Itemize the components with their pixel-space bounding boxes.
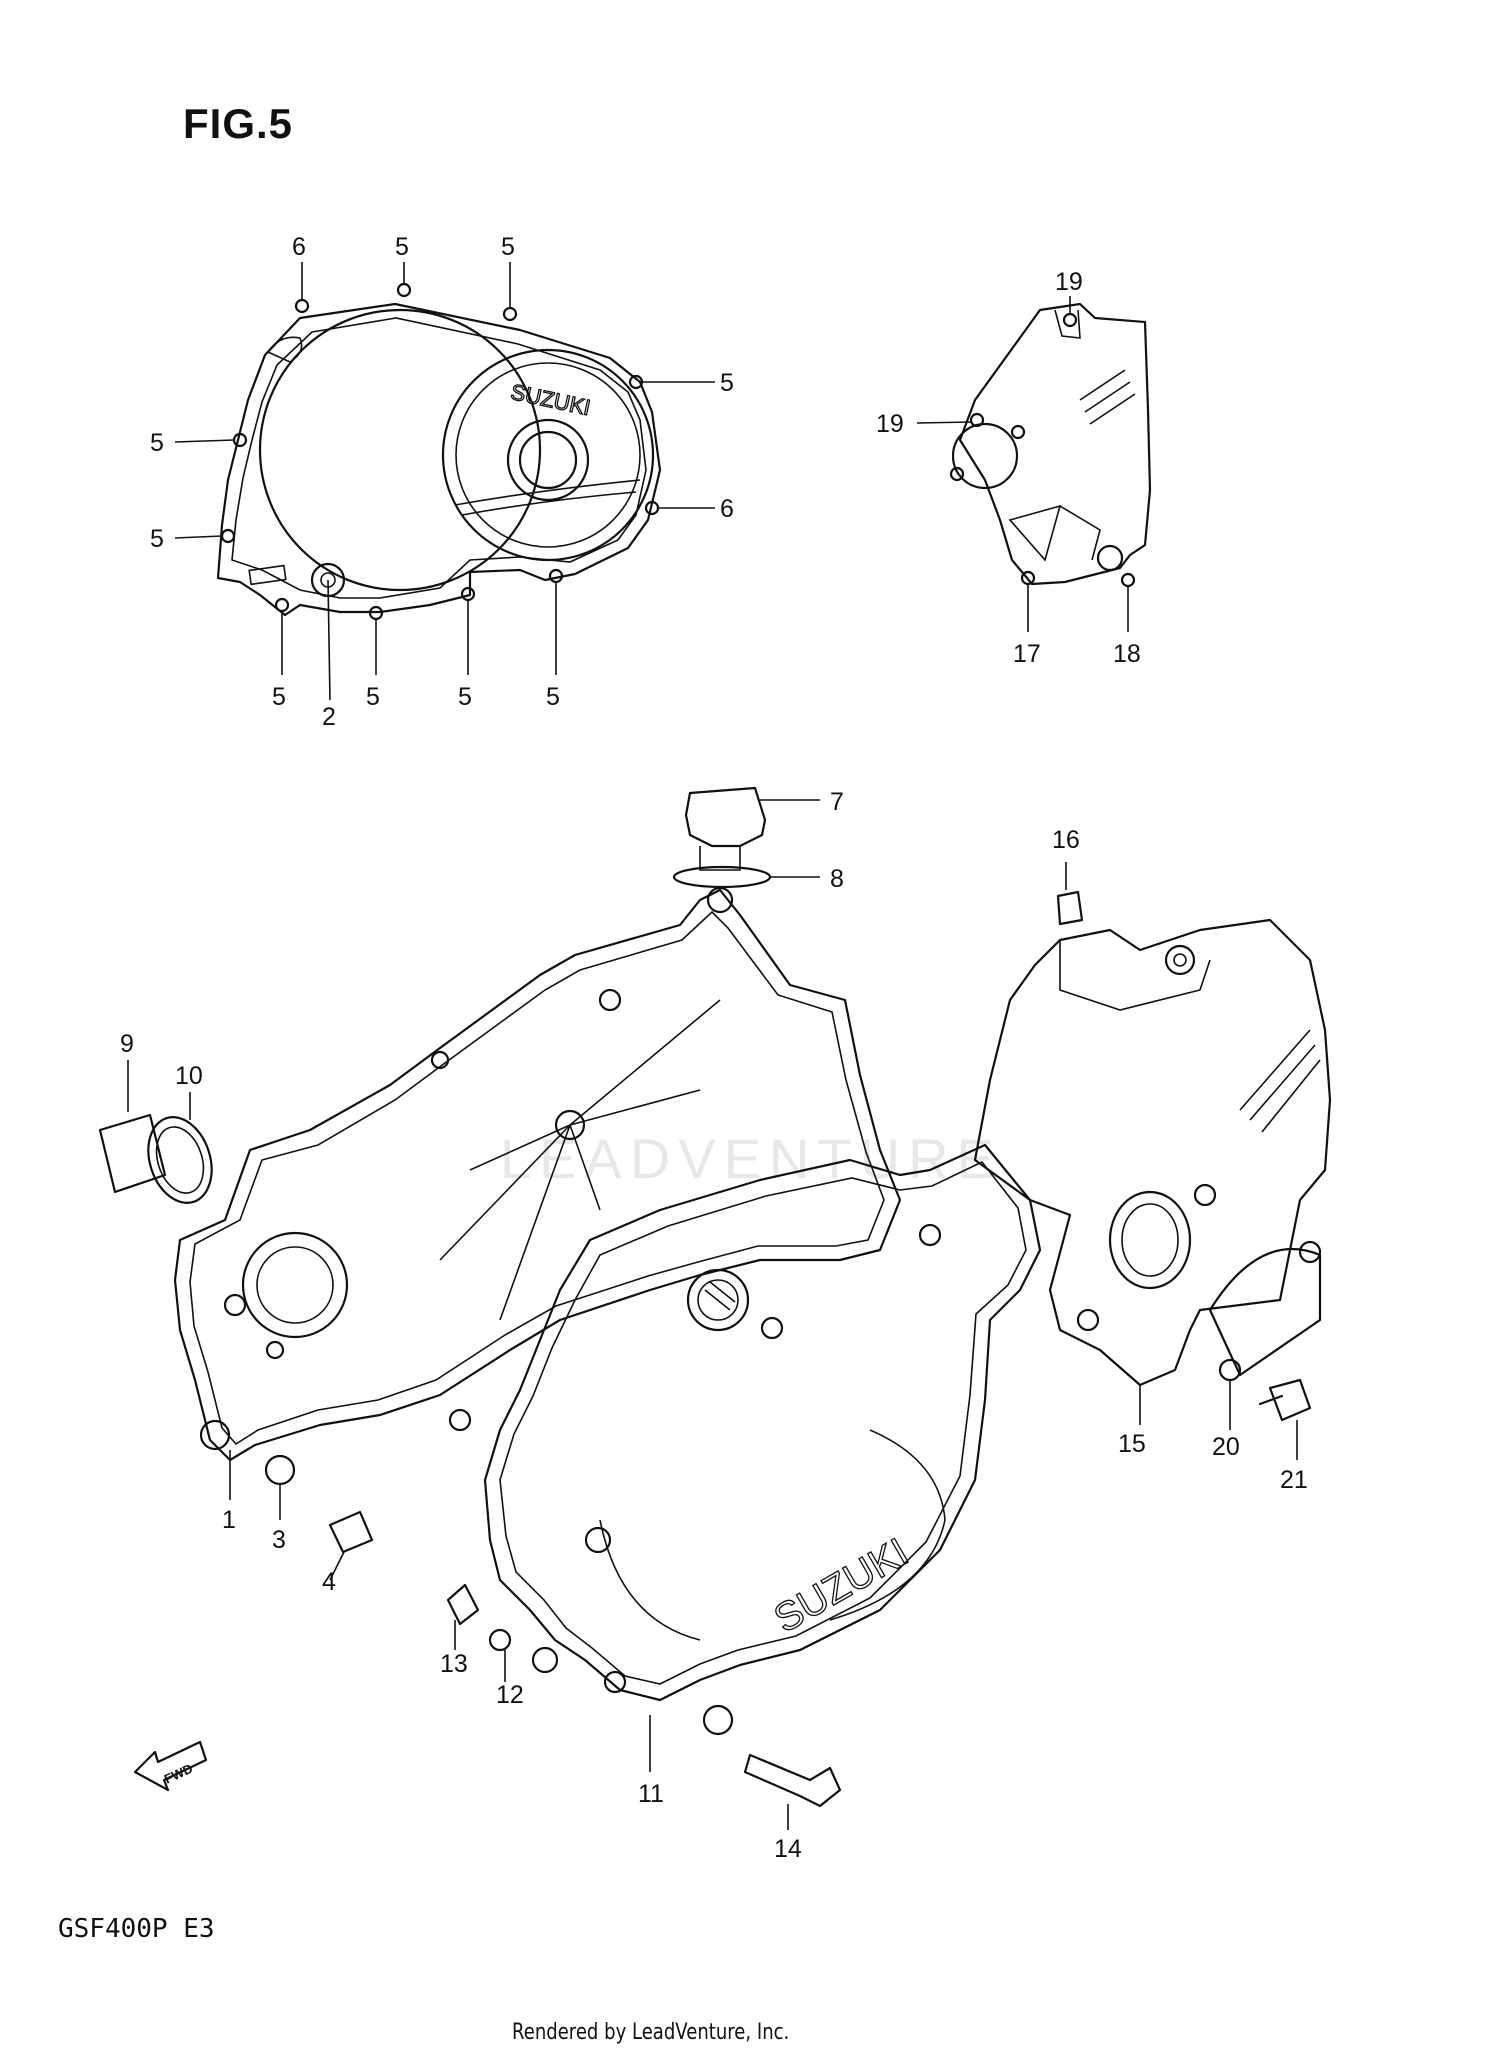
footer-credit: Rendered by LeadVenture, Inc. [512, 2020, 790, 2045]
suzuki-mark: SUZUKI [509, 379, 593, 420]
crankcase-cover-outline [98, 886, 902, 1554]
callout-6-b: 6 [720, 495, 734, 523]
callout-2: 2 [322, 703, 336, 731]
callout-7: 7 [830, 788, 844, 816]
fwd-arrow-icon: FWD [133, 1740, 208, 1792]
leader-lines-upper-right [916, 296, 1129, 632]
callout-3: 3 [272, 1526, 286, 1554]
callout-17: 17 [1013, 640, 1041, 668]
callout-4: 4 [322, 1568, 336, 1596]
generator-cover-outline: SUZUKI [446, 786, 1042, 1808]
callout-5-a: 5 [395, 233, 409, 261]
watermark-text: LEADVENTURE [500, 1127, 1002, 1190]
callout-5-i: 5 [546, 683, 560, 711]
callout-18: 18 [1113, 640, 1141, 668]
callout-14: 14 [774, 1835, 802, 1863]
sprocket-cover-3d-outline [973, 890, 1332, 1422]
sprocket-cover-outline [949, 302, 1152, 588]
callout-20: 20 [1212, 1433, 1240, 1461]
leader-lines-lower-left [127, 1060, 345, 1581]
clutch-cover-outline: SUZUKI [216, 282, 662, 621]
callout-5-d: 5 [150, 429, 164, 457]
figure-title: FIG.5 [183, 100, 294, 147]
callout-5-e: 5 [150, 525, 164, 553]
callout-15: 15 [1118, 1430, 1146, 1458]
callout-5-c: 5 [720, 369, 734, 397]
callout-9: 9 [120, 1030, 134, 1058]
callout-5-f: 5 [272, 683, 286, 711]
callout-numbers: 6 5 5 5 6 5 5 5 2 5 5 5 19 19 17 18 7 8 … [120, 233, 1308, 1863]
callout-5-b: 5 [501, 233, 515, 261]
callout-10: 10 [175, 1062, 203, 1090]
callout-8: 8 [830, 865, 844, 893]
callout-6-a: 6 [292, 233, 306, 261]
callout-5-h: 5 [458, 683, 472, 711]
model-code: GSF400P E3 [58, 1914, 215, 1944]
leader-lines-lower-middle [454, 799, 820, 1830]
callout-5-g: 5 [366, 683, 380, 711]
callout-11: 11 [638, 1780, 664, 1808]
leader-lines-upper-left [174, 262, 715, 701]
callout-12: 12 [496, 1681, 524, 1709]
callout-21: 21 [1280, 1466, 1308, 1494]
fwd-label: FWD [162, 1761, 195, 1787]
callout-13: 13 [440, 1650, 468, 1678]
callout-19-b: 19 [876, 410, 904, 438]
callout-19-a: 19 [1055, 268, 1083, 296]
callout-16: 16 [1052, 826, 1080, 854]
suzuki-mark: SUZUKI [767, 1530, 916, 1641]
leader-lines-lower-right [1065, 862, 1298, 1460]
callout-1: 1 [222, 1506, 236, 1534]
